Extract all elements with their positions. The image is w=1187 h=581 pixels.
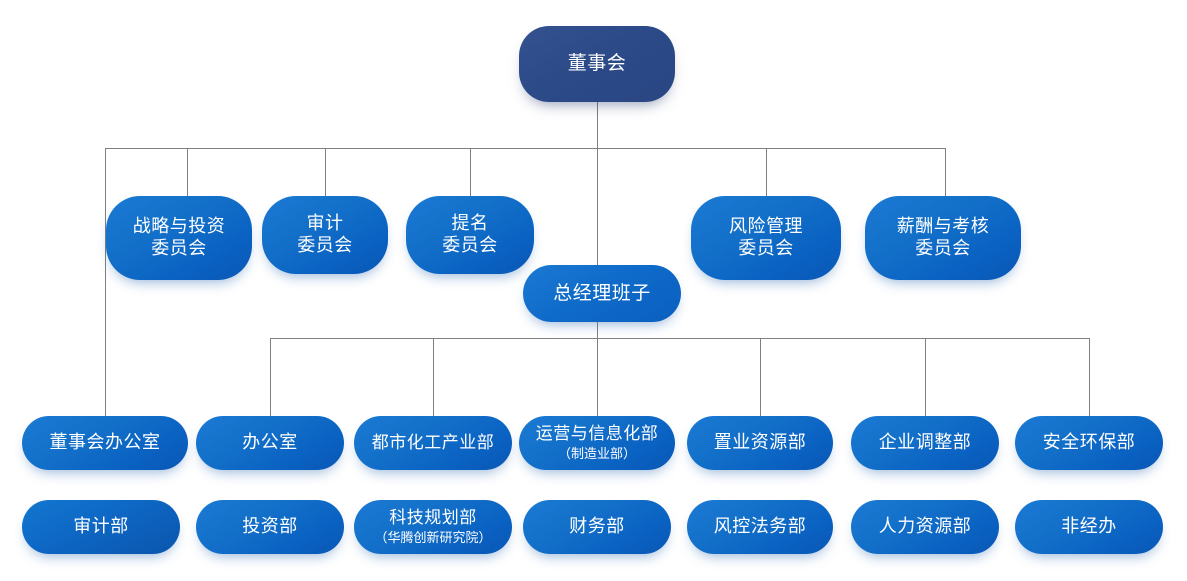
node-department-technology-planning[interactable]: 科技规划部 （华腾创新研究院） xyxy=(354,500,512,554)
node-department-operations-informatization[interactable]: 运营与信息化部 （制造业部） xyxy=(519,416,675,470)
node-department-finance-label: 财务部 xyxy=(569,516,625,537)
node-department-non-operating[interactable]: 非经办 xyxy=(1015,500,1163,554)
connector-department-drop-1 xyxy=(270,338,271,416)
node-department-board-office-label: 董事会办公室 xyxy=(49,432,161,453)
node-department-non-operating-label: 非经办 xyxy=(1061,516,1117,537)
node-department-investment-label: 投资部 xyxy=(242,516,298,537)
connector-department-bar xyxy=(270,338,1090,339)
connector-root-stem xyxy=(597,101,598,148)
node-committee-nomination[interactable]: 提名 委员会 xyxy=(406,196,534,274)
connector-committee-bar xyxy=(105,148,946,149)
node-general-manager-team[interactable]: 总经理班子 xyxy=(523,265,681,322)
node-department-urban-chemical-industry[interactable]: 都市化工产业部 xyxy=(354,416,512,470)
connector-gm-stem xyxy=(597,148,598,266)
node-department-safety-environment-label: 安全环保部 xyxy=(1042,432,1136,453)
node-committee-compensation-assessment-line1: 薪酬与考核 xyxy=(896,216,990,237)
connector-committee-drop-2 xyxy=(325,148,326,196)
node-board-of-directors-label: 董事会 xyxy=(567,53,627,75)
node-department-operations-informatization-sub: （制造业部） xyxy=(557,445,636,461)
node-committee-audit-line1: 审计 xyxy=(306,213,344,234)
node-department-urban-chemical-industry-label: 都市化工产业部 xyxy=(371,432,495,452)
connector-committee-drop-5 xyxy=(945,148,946,196)
node-department-safety-environment[interactable]: 安全环保部 xyxy=(1015,416,1163,470)
node-board-of-directors[interactable]: 董事会 xyxy=(519,26,675,102)
node-department-enterprise-adjustment[interactable]: 企业调整部 xyxy=(851,416,999,470)
connector-department-drop-5 xyxy=(925,338,926,416)
node-committee-strategy-investment-line2: 委员会 xyxy=(151,238,207,258)
node-department-audit-label: 审计部 xyxy=(73,516,129,537)
connector-committee-drop-3 xyxy=(470,148,471,196)
node-department-human-resources[interactable]: 人力资源部 xyxy=(851,500,999,554)
connector-department-drop-4 xyxy=(760,338,761,416)
node-department-board-office[interactable]: 董事会办公室 xyxy=(22,416,188,470)
node-committee-compensation-assessment-line2: 委员会 xyxy=(915,238,971,258)
node-committee-nomination-line2: 委员会 xyxy=(442,235,498,255)
connector-board-office-stem xyxy=(105,148,106,416)
node-department-office-label: 办公室 xyxy=(242,432,298,453)
node-department-finance[interactable]: 财务部 xyxy=(523,500,671,554)
node-committee-nomination-line1: 提名 xyxy=(451,213,489,234)
node-committee-audit[interactable]: 审计 委员会 xyxy=(262,196,388,274)
node-department-audit[interactable]: 审计部 xyxy=(22,500,180,554)
node-department-enterprise-adjustment-label: 企业调整部 xyxy=(878,432,972,453)
node-committee-audit-line2: 委员会 xyxy=(297,235,353,255)
node-department-technology-planning-label: 科技规划部 xyxy=(389,508,477,528)
node-department-investment[interactable]: 投资部 xyxy=(196,500,344,554)
connector-department-drop-3 xyxy=(597,338,598,416)
node-committee-strategy-investment[interactable]: 战略与投资 委员会 xyxy=(106,196,252,280)
node-department-human-resources-label: 人力资源部 xyxy=(878,516,972,537)
node-committee-compensation-assessment[interactable]: 薪酬与考核 委员会 xyxy=(865,196,1021,280)
node-department-property-resources-label: 置业资源部 xyxy=(713,432,807,453)
node-committee-risk-management-line1: 风险管理 xyxy=(729,216,803,237)
node-department-risk-control-legal[interactable]: 风控法务部 xyxy=(687,500,833,554)
node-committee-risk-management[interactable]: 风险管理 委员会 xyxy=(691,196,841,280)
node-general-manager-team-label: 总经理班子 xyxy=(553,282,651,304)
connector-department-drop-6 xyxy=(1089,338,1090,416)
connector-committee-drop-4 xyxy=(766,148,767,196)
node-department-technology-planning-sub: （华腾创新研究院） xyxy=(374,529,492,545)
node-department-property-resources[interactable]: 置业资源部 xyxy=(687,416,833,470)
node-department-office[interactable]: 办公室 xyxy=(196,416,344,470)
connector-gm-to-dept-stem xyxy=(597,322,598,339)
connector-department-drop-2 xyxy=(433,338,434,416)
connector-committee-drop-1 xyxy=(187,148,188,196)
node-committee-risk-management-line2: 委员会 xyxy=(738,238,794,258)
node-department-risk-control-legal-label: 风控法务部 xyxy=(713,516,807,537)
node-committee-strategy-investment-line1: 战略与投资 xyxy=(132,216,226,237)
node-department-operations-informatization-label: 运营与信息化部 xyxy=(535,424,659,444)
